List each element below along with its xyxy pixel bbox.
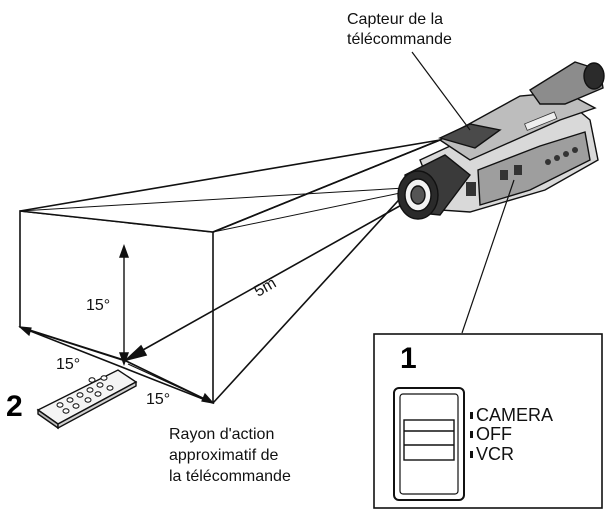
distance-arrow	[123, 202, 406, 362]
bottom-angle-arrow	[127, 363, 215, 404]
angle-left-label: 15°	[56, 356, 81, 373]
angle-bottom-label: 15°	[146, 391, 171, 408]
step-1-number: 1	[400, 342, 417, 375]
switch-knob	[403, 419, 455, 461]
range-label-line3: la télécommande	[169, 468, 291, 485]
switch-callout	[373, 333, 603, 509]
range-label-line2: approximatif de	[169, 447, 279, 464]
switch-position-camera: CAMERA	[476, 405, 554, 425]
switch-position-off: OFF	[476, 424, 512, 444]
angle-vertical-label: 15°	[86, 297, 111, 314]
beam-lines	[19, 187, 406, 233]
vertical-angle-arrow	[119, 243, 129, 367]
range-label-line1: Rayon d'action	[169, 426, 275, 443]
sensor-label-line2: télécommande	[347, 31, 452, 48]
step-2-number: 2	[6, 390, 23, 423]
camcorder	[397, 61, 605, 220]
remote-control	[36, 369, 138, 430]
left-angle-arrow	[18, 326, 123, 361]
sensor-label-line1: Capteur de la	[347, 11, 444, 28]
leader-lines	[411, 51, 515, 334]
switch-position-vcr: VCR	[476, 444, 515, 464]
switch-ticks	[470, 412, 473, 458]
